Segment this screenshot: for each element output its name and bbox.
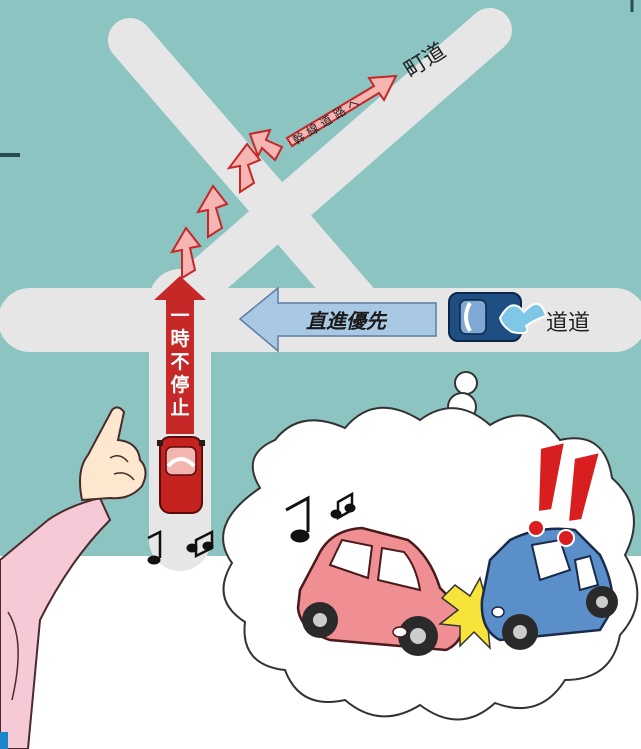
trunk-arrow-2	[196, 184, 229, 239]
pink-car	[296, 526, 465, 656]
trunk-arrow-3	[226, 142, 262, 194]
trunk-arrow-4	[248, 128, 284, 162]
double-exclamation-icon	[527, 440, 602, 547]
red-car-top	[157, 436, 205, 514]
straight-priority-arrow	[238, 286, 437, 353]
temporary-stop-arrow	[154, 276, 206, 434]
trunk-arrows	[170, 74, 398, 280]
trunk-arrow-1	[170, 226, 202, 280]
music-note-icon-cloud	[285, 491, 356, 543]
blue-car	[480, 527, 618, 650]
temporary-stop-label: 一 時 不 停 止	[170, 305, 189, 419]
svg-text:停: 停	[170, 373, 189, 396]
pointing-hand	[0, 406, 147, 749]
straight-priority-label: 直進優先	[306, 309, 388, 333]
svg-text:一: 一	[170, 305, 189, 327]
svg-text:時: 時	[170, 328, 189, 350]
svg-text:止: 止	[170, 397, 189, 419]
blue-car-top	[448, 292, 548, 342]
prefectural-road-label: 道道	[546, 311, 590, 336]
music-note-icon	[147, 529, 214, 565]
svg-text:不: 不	[170, 351, 189, 373]
road-town	[153, 8, 512, 327]
trunk-road-arrow	[285, 74, 398, 148]
